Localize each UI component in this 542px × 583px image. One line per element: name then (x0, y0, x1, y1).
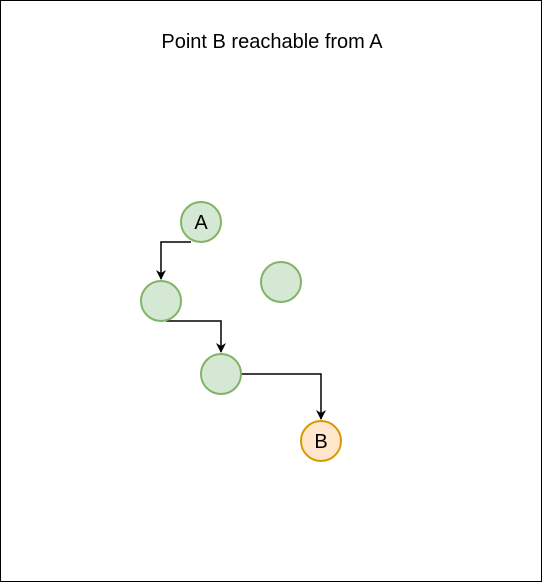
edge-n4-to-B (241, 373, 326, 420)
node-circle-n4 (200, 353, 242, 395)
edge-n2-to-n4 (166, 320, 226, 353)
node-circle-A (180, 201, 222, 243)
node-circle-B (300, 420, 342, 462)
node-label-B: B (314, 431, 327, 453)
edge-A-to-n2 (156, 241, 191, 280)
node-B: B (300, 420, 342, 462)
node-n2 (140, 280, 182, 322)
diagram-title: Point B reachable from A (161, 31, 383, 53)
edges-layer (156, 241, 326, 420)
node-A: A (180, 201, 222, 243)
nodes-layer: AB (140, 201, 342, 462)
node-n3 (260, 261, 302, 303)
node-n4 (200, 353, 242, 395)
node-circle-n3 (260, 261, 302, 303)
node-label-A: A (194, 212, 208, 234)
node-circle-n2 (140, 280, 182, 322)
